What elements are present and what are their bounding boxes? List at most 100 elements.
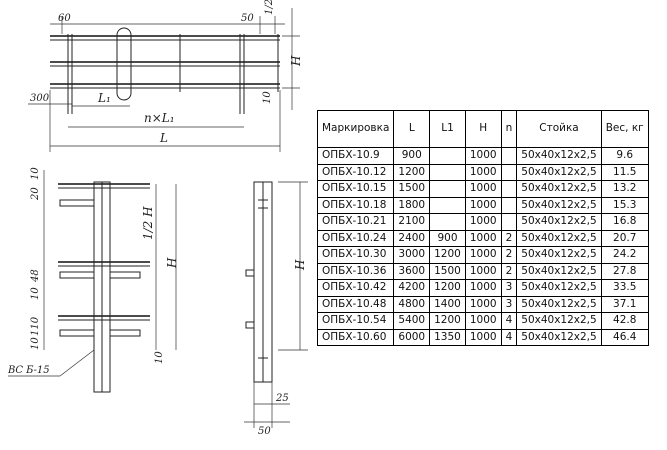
cell-l1 xyxy=(429,147,466,165)
cell-marking: ОПБХ-10.48 xyxy=(316,295,395,313)
cell-marking: ОПБХ-10.18 xyxy=(316,196,395,214)
dim-60-left: 60 xyxy=(58,13,71,24)
cell-post: 50x40x12x2,5 xyxy=(516,213,602,231)
cell-l1 xyxy=(429,213,466,231)
side-view: 10 20 48 10 110 10 1/2 H H 10 ВС Б-15 xyxy=(7,167,179,393)
dim-h-right: H xyxy=(293,259,307,271)
cell-post: 50x40x12x2,5 xyxy=(516,147,602,165)
col-header-weight: Вес, кг xyxy=(600,110,649,148)
dim-10-a: 10 xyxy=(30,167,41,180)
dim-50-right: 50 xyxy=(241,13,254,24)
cell-n: 4 xyxy=(500,328,518,346)
cell-marking: ОПБХ-10.9 xyxy=(316,147,395,165)
dim-l: L xyxy=(159,131,168,145)
cell-marking: ОПБХ-10.12 xyxy=(316,163,395,181)
specification-table: Маркировка L L1 H n Стойка Вес, кг ОПБХ-… xyxy=(316,110,649,346)
cell-post: 50x40x12x2,5 xyxy=(516,295,602,313)
cell-l1: 1200 xyxy=(429,312,466,330)
cell-n xyxy=(500,147,518,165)
cell-n xyxy=(500,196,518,214)
col-header-h: H xyxy=(464,110,502,148)
cell-l1 xyxy=(429,180,466,198)
cell-l: 4800 xyxy=(393,295,431,313)
cell-n: 2 xyxy=(500,262,518,280)
cell-post: 50x40x12x2,5 xyxy=(516,180,602,198)
dim-10-c: 10 xyxy=(30,337,41,350)
cell-n xyxy=(500,163,518,181)
cell-post: 50x40x12x2,5 xyxy=(516,312,602,330)
cell-weight: 9.6 xyxy=(600,147,649,165)
cell-weight: 24.2 xyxy=(600,246,649,264)
cell-marking: ОПБХ-10.15 xyxy=(316,180,395,198)
col-header-l1: L1 xyxy=(429,110,466,148)
cell-weight: 20.7 xyxy=(600,229,649,247)
cell-weight: 15.3 xyxy=(600,196,649,214)
dim-h-side: H xyxy=(165,257,179,269)
cell-weight: 33.5 xyxy=(600,279,649,297)
cell-h: 1000 xyxy=(464,312,502,330)
cell-post: 50x40x12x2,5 xyxy=(516,196,602,214)
dim-50: 50 xyxy=(258,426,271,437)
cell-weight: 27.8 xyxy=(600,262,649,280)
cell-marking: ОПБХ-10.42 xyxy=(316,279,395,297)
cell-l: 5400 xyxy=(393,312,431,330)
cell-n: 3 xyxy=(500,279,518,297)
cell-marking: ОПБХ-10.21 xyxy=(316,213,395,231)
dim-10-top: 10 xyxy=(262,91,273,104)
cell-marking: ОПБХ-10.60 xyxy=(316,328,395,346)
cell-weight: 42.8 xyxy=(600,312,649,330)
dim-48: 48 xyxy=(30,269,41,283)
cell-l1: 1500 xyxy=(429,262,466,280)
dim-half-h-top: 1/2 H xyxy=(264,0,275,15)
table-header-row: Маркировка L L1 H n Стойка Вес, кг xyxy=(316,110,649,148)
cell-l: 1200 xyxy=(393,163,431,181)
cell-h: 1000 xyxy=(464,213,502,231)
cell-l: 900 xyxy=(393,147,431,165)
cell-h: 1000 xyxy=(464,147,502,165)
cell-post: 50x40x12x2,5 xyxy=(516,229,602,247)
cell-l1 xyxy=(429,196,466,214)
cell-h: 1000 xyxy=(464,279,502,297)
cell-post: 50x40x12x2,5 xyxy=(516,246,602,264)
dim-half-h-side: 1/2 H xyxy=(141,206,155,240)
dim-n-l1: n×L₁ xyxy=(144,111,175,125)
cell-post: 50x40x12x2,5 xyxy=(516,328,602,346)
cell-weight: 46.4 xyxy=(600,328,649,346)
cell-weight: 13.2 xyxy=(600,180,649,198)
cell-h: 1000 xyxy=(464,196,502,214)
cell-l: 1800 xyxy=(393,196,431,214)
cell-l: 1500 xyxy=(393,180,431,198)
dim-h-top: H xyxy=(289,55,303,67)
cell-l: 4200 xyxy=(393,279,431,297)
dim-25: 25 xyxy=(275,393,289,404)
cell-h: 1000 xyxy=(464,328,502,346)
col-header-n: n xyxy=(500,110,518,148)
cell-l1: 1350 xyxy=(429,328,466,346)
cell-h: 1000 xyxy=(464,229,502,247)
dim-300: 300 xyxy=(30,93,50,104)
cell-l: 2400 xyxy=(393,229,431,247)
cell-post: 50x40x12x2,5 xyxy=(516,262,602,280)
cell-h: 1000 xyxy=(464,262,502,280)
dim-10-d: 10 xyxy=(154,351,165,364)
cell-weight: 37.1 xyxy=(600,295,649,313)
cell-l: 6000 xyxy=(393,328,431,346)
plan-view: 60 50 1/2 H H 10 300 L₁ n×L₁ xyxy=(28,0,303,152)
cell-l1: 1200 xyxy=(429,279,466,297)
cell-h: 1000 xyxy=(464,180,502,198)
cell-h: 1000 xyxy=(464,163,502,181)
cell-l1: 900 xyxy=(429,229,466,247)
